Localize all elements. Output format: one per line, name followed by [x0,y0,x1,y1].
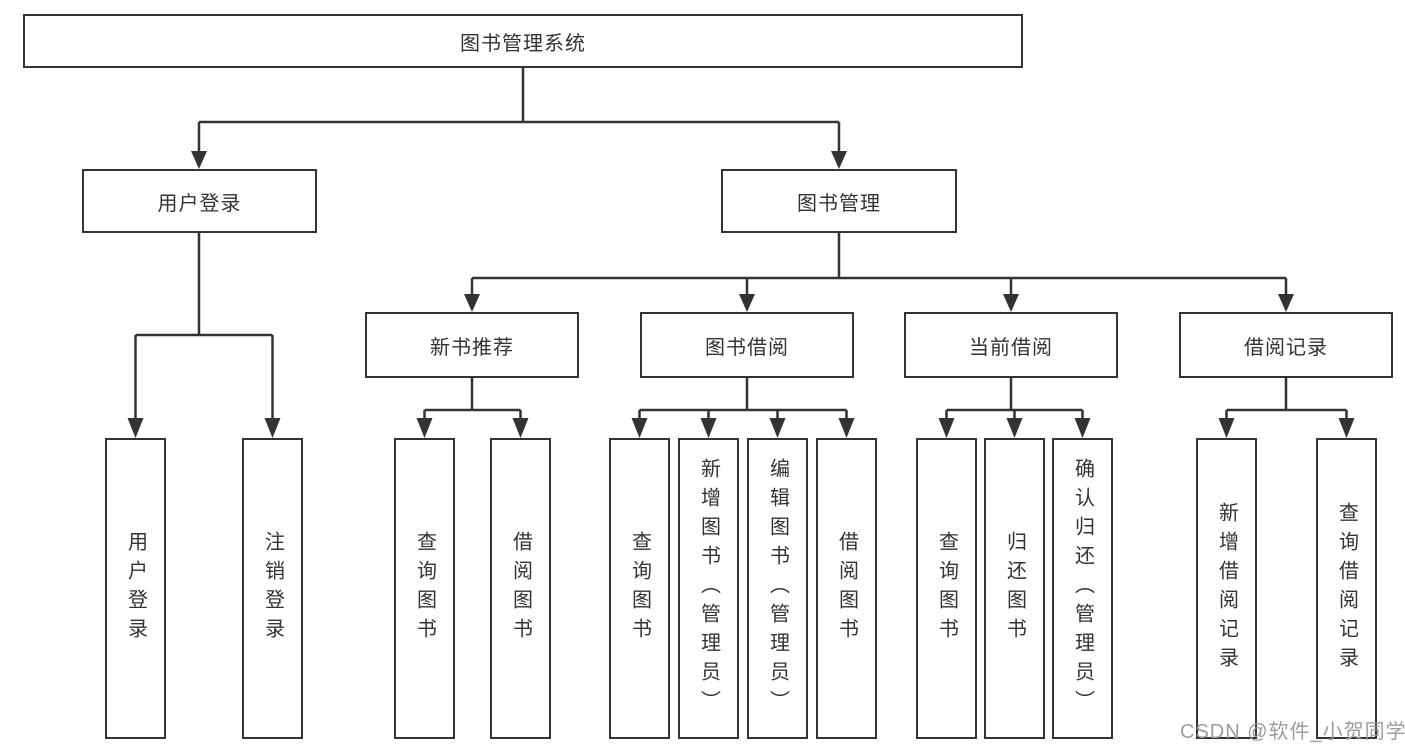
leaf-borrow-books: 借阅图书 [816,438,877,739]
leaf-query-books-current: 查询图书 [916,438,977,739]
leaf-label: 查询图书 [628,530,651,647]
leaf-add-book-admin: 新增图书（管理员） [678,438,739,739]
node-current-borrowing: 当前借阅 [904,312,1118,378]
leaf-label: 查询图书 [935,530,958,647]
node-user-login: 用户登录 [82,169,317,233]
leaf-label: 查询图书 [413,530,436,647]
leaf-label: 编辑图书（管理员） [766,458,789,719]
leaf-confirm-return-admin: 确认归还（管理员） [1052,438,1113,739]
leaf-borrow-books-recommend: 借阅图书 [490,438,551,739]
leaf-query-books-recommend: 查询图书 [394,438,455,739]
leaf-label: 新增借阅记录 [1215,501,1238,676]
leaf-return-books: 归还图书 [984,438,1045,739]
node-book-management: 图书管理 [721,169,957,233]
leaf-label: 注销登录 [261,530,284,647]
leaf-edit-book-admin: 编辑图书（管理员） [747,438,808,739]
leaf-user-login: 用户登录 [105,438,166,739]
leaf-query-books-borrowing: 查询图书 [609,438,670,739]
node-root: 图书管理系统 [23,14,1023,68]
leaf-label: 借阅图书 [835,530,858,647]
leaf-label: 用户登录 [124,530,147,647]
watermark: CSDN @软件_小贺同学 [1180,721,1405,743]
node-book-borrowing: 图书借阅 [640,312,854,378]
leaf-label: 确认归还（管理员） [1071,458,1094,719]
node-new-book-recommendation: 新书推荐 [365,312,579,378]
leaf-logout: 注销登录 [242,438,303,739]
leaf-label: 借阅图书 [509,530,532,647]
leaf-query-borrow-record: 查询借阅记录 [1316,438,1377,739]
leaf-label: 归还图书 [1003,530,1026,647]
leaf-label: 新增图书（管理员） [697,458,720,719]
node-borrowing-records: 借阅记录 [1179,312,1393,378]
leaf-add-borrow-record: 新增借阅记录 [1196,438,1257,739]
leaf-label: 查询借阅记录 [1335,501,1358,676]
